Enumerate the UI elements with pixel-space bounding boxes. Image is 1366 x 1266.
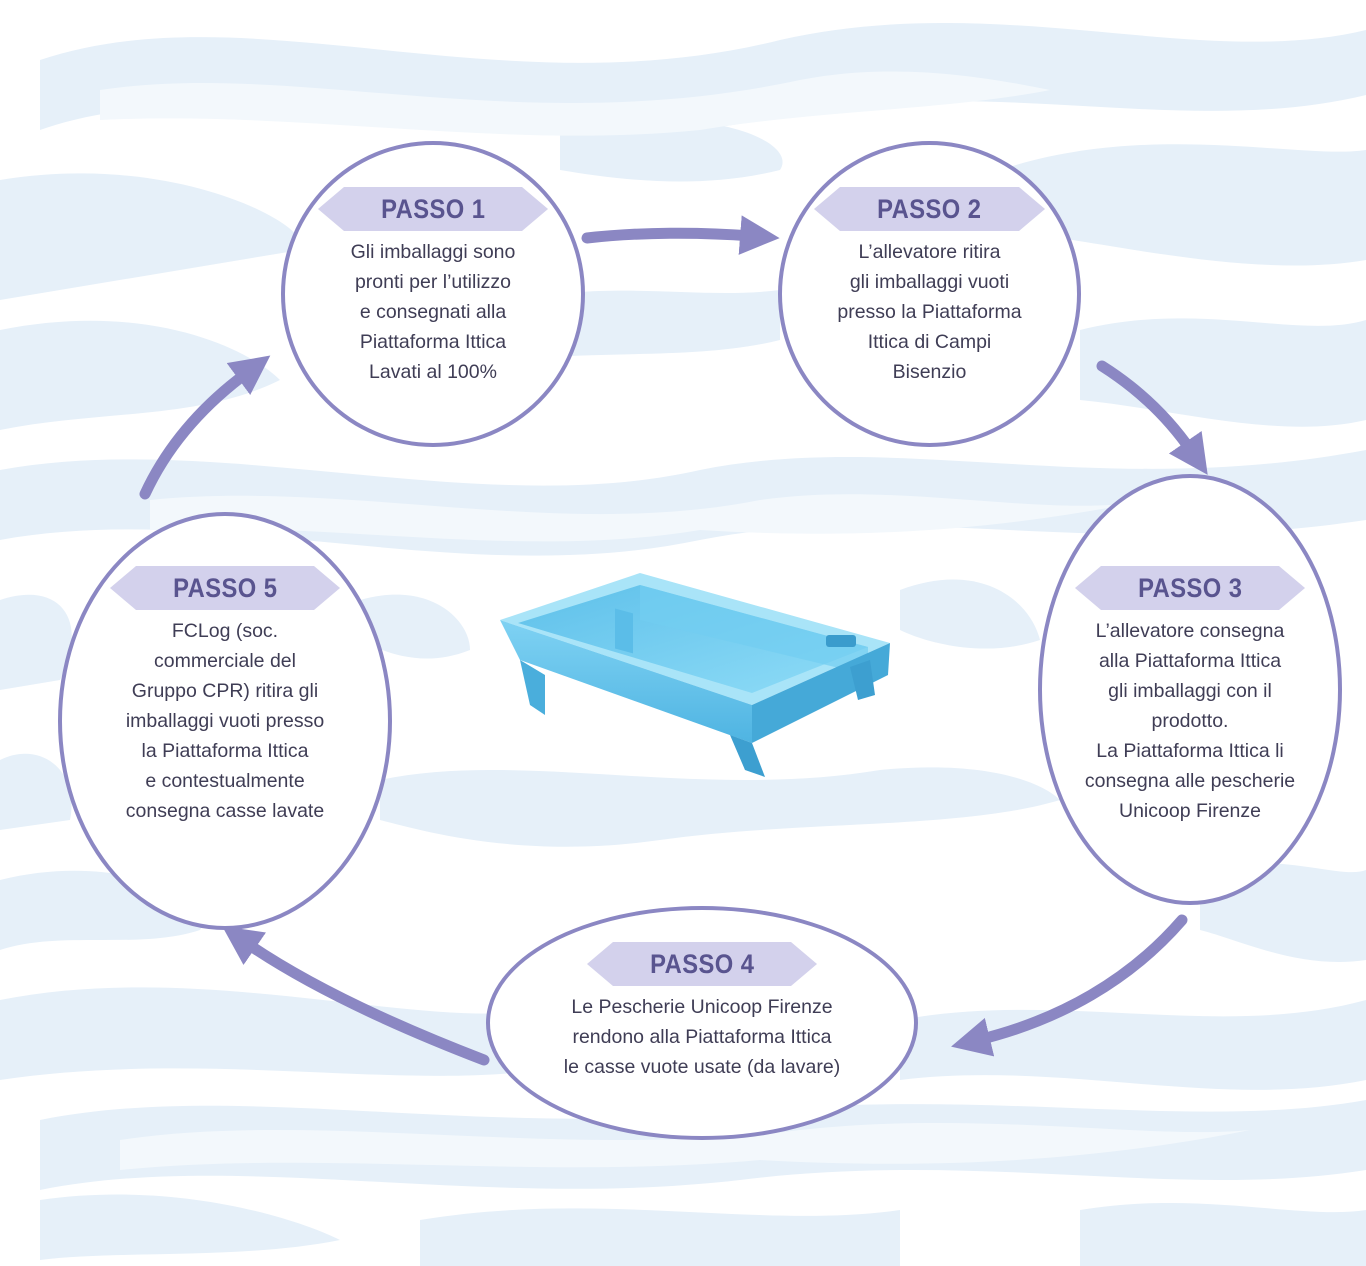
- arrow-step5-to-step1: [139, 355, 271, 500]
- step-3-description: L’allevatore consegna alla Piattaforma I…: [1084, 620, 1296, 822]
- step-1-description: Gli imballaggi sono pronti per l’utilizz…: [350, 241, 516, 383]
- arrow-step3-to-step4: [951, 914, 1188, 1057]
- arrow-step1-to-step2: [581, 215, 780, 255]
- step-3-circle: PASSO 3 L’allevatore consegna alla Piatt…: [1038, 474, 1342, 905]
- step-5-circle: PASSO 5 FCLog (soc. commerciale del Grup…: [58, 512, 392, 930]
- fish-crate-image: [500, 573, 890, 777]
- arrow-step4-to-step5: [222, 926, 490, 1066]
- step-5-badge: PASSO 5: [109, 566, 340, 610]
- step-4-circle: PASSO 4 Le Pescherie Unicoop Firenze ren…: [486, 906, 918, 1140]
- step-2-description: L’allevatore ritira gli imballaggi vuoti…: [837, 241, 1022, 383]
- step-3-badge: PASSO 3: [1074, 566, 1305, 610]
- step-4-badge: PASSO 4: [586, 942, 817, 986]
- step-1-circle: PASSO 1 Gli imballaggi sono pronti per l…: [281, 141, 585, 447]
- arrow-step2-to-step3: [1096, 360, 1208, 475]
- step-2-circle: PASSO 2 L’allevatore ritira gli imballag…: [778, 141, 1081, 447]
- step-5-description: FCLog (soc. commerciale del Gruppo CPR) …: [125, 620, 325, 822]
- step-1-badge: PASSO 1: [317, 187, 548, 231]
- step-2-badge: PASSO 2: [814, 187, 1045, 231]
- step-4-description: Le Pescherie Unicoop Firenze rendono all…: [563, 996, 841, 1078]
